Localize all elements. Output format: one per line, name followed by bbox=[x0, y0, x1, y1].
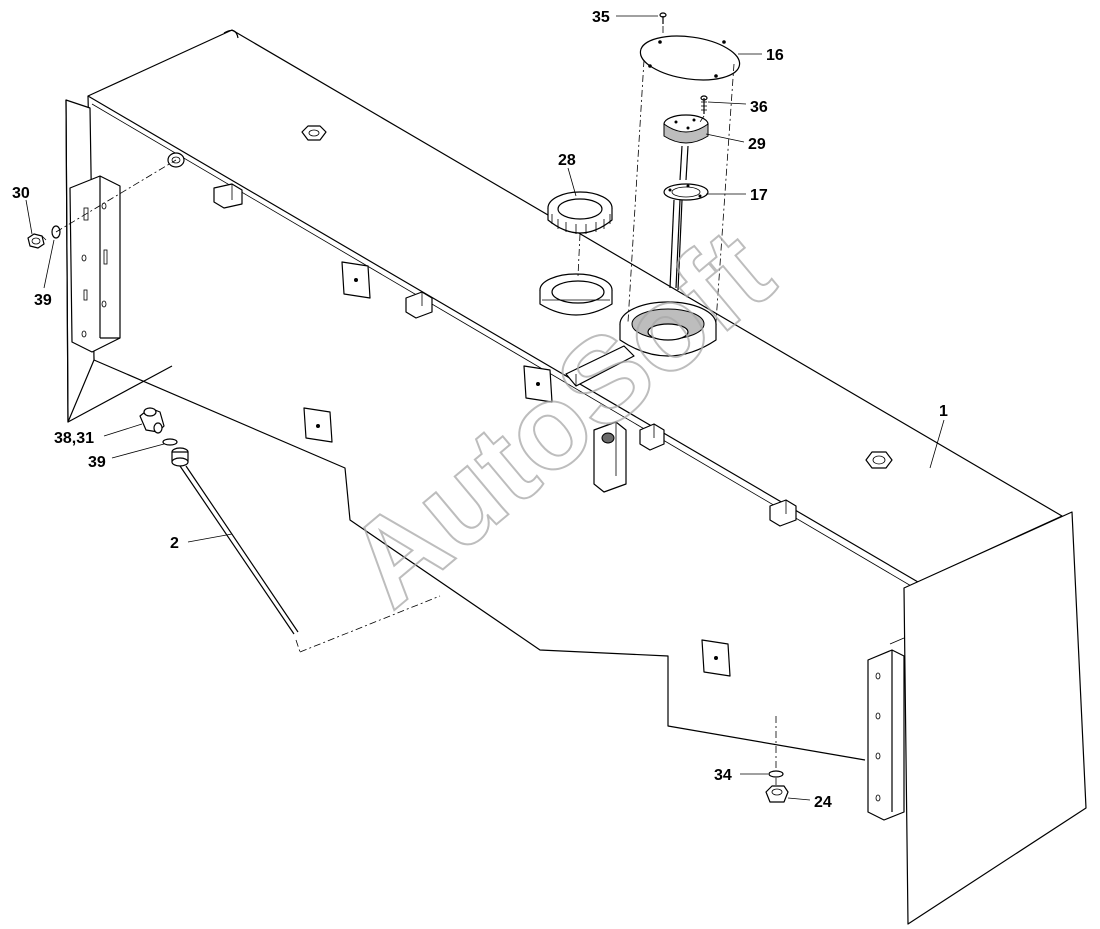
sender-gasket bbox=[663, 183, 709, 201]
sender-tube bbox=[669, 199, 683, 291]
callout-29: 29 bbox=[748, 136, 766, 153]
callout-39-lower: 39 bbox=[88, 454, 106, 471]
callout-36: 36 bbox=[750, 99, 768, 116]
callout-1: 1 bbox=[939, 403, 948, 420]
callout-35: 35 bbox=[592, 9, 610, 26]
level-sender bbox=[663, 114, 709, 181]
callout-30: 30 bbox=[12, 185, 30, 202]
top-nut-right bbox=[865, 451, 893, 469]
callout-16: 16 bbox=[766, 47, 784, 64]
mounting-block bbox=[769, 499, 797, 527]
o-ring-39-lower bbox=[162, 438, 178, 446]
callout-28: 28 bbox=[558, 152, 576, 169]
filler-adapter bbox=[539, 273, 613, 316]
right-mounting-bracket bbox=[867, 649, 905, 821]
square-pad bbox=[523, 365, 553, 403]
callout-39-upper: 39 bbox=[34, 292, 52, 309]
square-pad bbox=[701, 639, 731, 677]
leader-lines bbox=[25, 15, 945, 801]
callout-34: 34 bbox=[714, 767, 732, 784]
mounting-block bbox=[213, 183, 243, 209]
mounting-block bbox=[405, 291, 433, 319]
sensor-housing bbox=[593, 421, 627, 493]
suction-pipe bbox=[171, 447, 299, 635]
elbow-fitting bbox=[139, 407, 165, 434]
left-mounting-bracket bbox=[69, 175, 121, 353]
callout-2: 2 bbox=[170, 535, 179, 552]
filler-cap-ring bbox=[547, 191, 613, 234]
screw-36 bbox=[700, 95, 708, 114]
cover-plate bbox=[639, 35, 741, 81]
filler-neck bbox=[565, 301, 717, 387]
square-pad bbox=[341, 261, 371, 299]
callout-38-31: 38,31 bbox=[54, 430, 94, 447]
plug-30 bbox=[27, 233, 47, 249]
drain-o-ring bbox=[768, 770, 784, 778]
screw-35 bbox=[659, 12, 667, 24]
drain-plug bbox=[765, 785, 789, 803]
callout-24: 24 bbox=[814, 794, 832, 811]
callout-labels: 35 16 36 29 28 17 30 39 1 38,31 39 2 34 … bbox=[12, 9, 948, 811]
mounting-block bbox=[639, 423, 665, 451]
top-nut-left bbox=[301, 125, 327, 141]
assembly-lines bbox=[55, 26, 777, 786]
square-pad bbox=[303, 407, 333, 443]
callout-17: 17 bbox=[750, 187, 768, 204]
